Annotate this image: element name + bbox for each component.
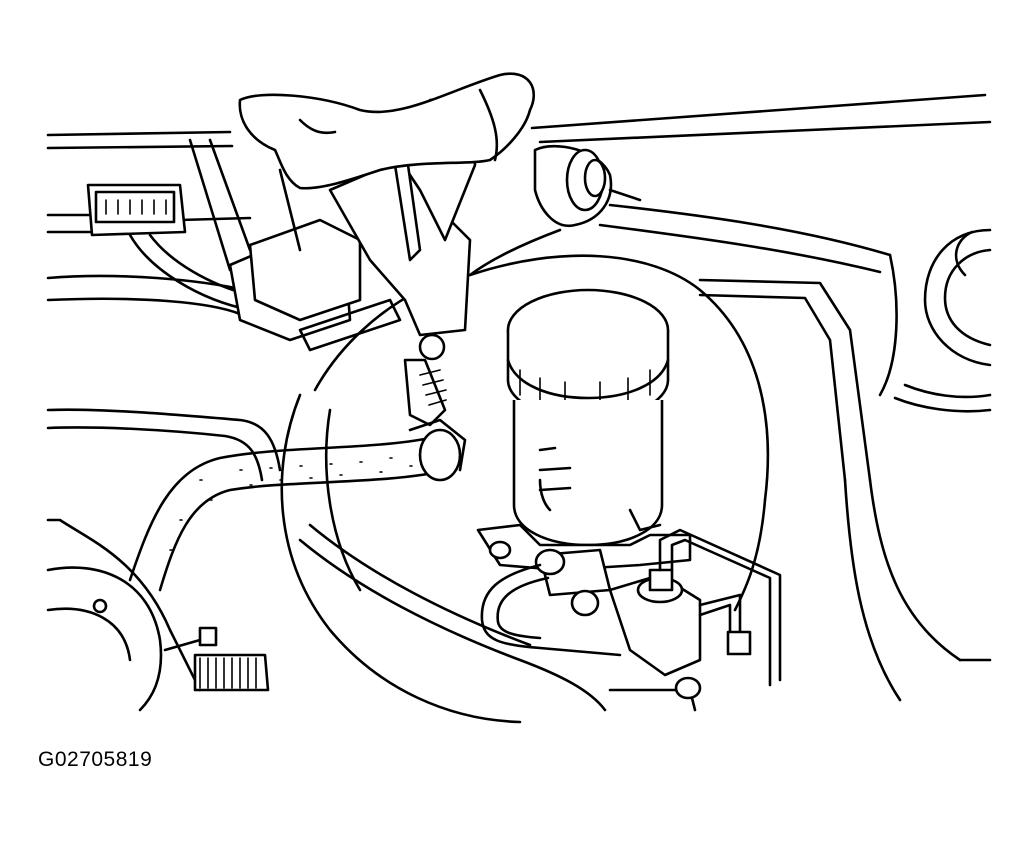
wiring-connector	[86, 183, 252, 312]
master-cylinder	[298, 523, 782, 712]
left-lower-components	[46, 408, 282, 712]
relay-module	[188, 138, 402, 352]
figure-code: G02705819	[38, 748, 153, 771]
vacuum-hose	[128, 418, 467, 592]
hand	[238, 72, 536, 190]
booster-fitting	[468, 144, 642, 277]
brake-booster	[280, 254, 770, 724]
brake-fluid-reservoir	[506, 288, 670, 547]
right-reservoir	[893, 228, 992, 413]
cowl-panel	[46, 93, 992, 702]
